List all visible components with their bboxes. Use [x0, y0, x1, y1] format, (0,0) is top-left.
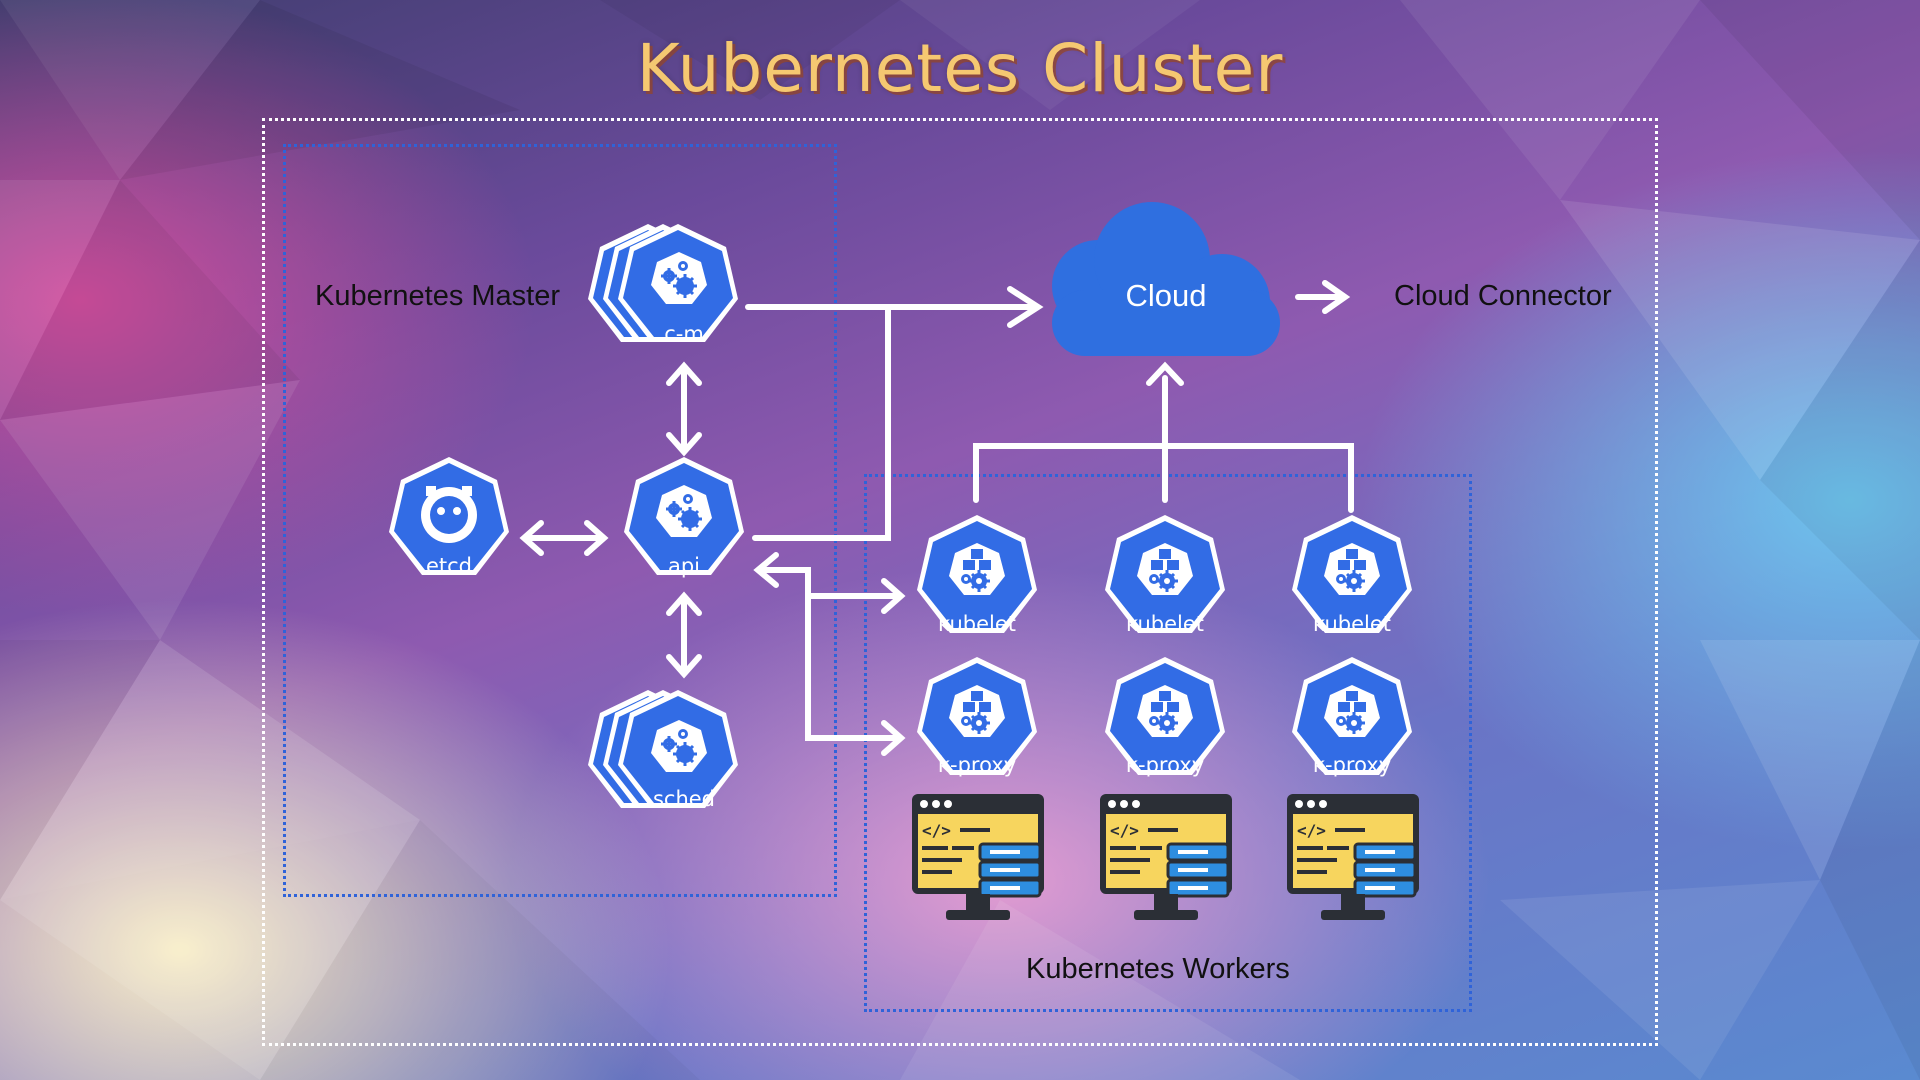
kubelet-label: kubelet	[1126, 612, 1204, 636]
master-boundary	[283, 144, 837, 897]
master-label: Kubernetes Master	[315, 280, 561, 312]
cloud-node: Cloud	[1052, 202, 1280, 356]
kubelet-label: kubelet	[1313, 612, 1391, 636]
kube-proxy-node: k-proxy	[1292, 657, 1412, 777]
cloud-connector-label: Cloud Connector	[1394, 280, 1612, 312]
scheduler-node: sched	[588, 690, 738, 811]
server-code-icon	[1098, 792, 1234, 922]
kubelet-label: kubelet	[938, 612, 1016, 636]
cloud-label: Cloud	[1126, 278, 1207, 313]
worker-2: kubelet k-proxy	[1098, 515, 1234, 922]
kube-proxy-label: k-proxy	[1313, 753, 1391, 777]
kube-proxy-label: k-proxy	[938, 753, 1016, 777]
kube-proxy-node: k-proxy	[1105, 657, 1225, 777]
api-server-label: api	[668, 554, 700, 578]
worker-1: kubelet k-proxy	[910, 515, 1046, 922]
scheduler-label: sched	[653, 787, 715, 811]
connectors	[519, 280, 1354, 756]
server-code-icon	[910, 792, 1046, 922]
kube-proxy-label: k-proxy	[1126, 753, 1204, 777]
etcd-node: etcd	[389, 457, 509, 578]
cluster-boundary	[262, 118, 1658, 1046]
server-code-icon	[1285, 792, 1421, 922]
etcd-label: etcd	[426, 554, 472, 578]
kubelet-node: kubelet	[917, 515, 1037, 636]
workers-label: Kubernetes Workers	[1026, 953, 1290, 985]
api-server-node: api	[624, 457, 744, 578]
kubelet-node: kubelet	[1105, 515, 1225, 636]
cloud-icon	[1052, 202, 1280, 356]
etcd-icon	[421, 486, 477, 543]
page-title: Kubernetes Cluster	[636, 30, 1284, 107]
kubelet-node: kubelet	[1292, 515, 1412, 636]
controller-manager-label: c-m	[664, 322, 704, 346]
kube-proxy-node: k-proxy	[917, 657, 1037, 777]
controller-manager-node: c-m	[588, 224, 738, 346]
worker-3: kubelet k-proxy	[1285, 515, 1421, 922]
